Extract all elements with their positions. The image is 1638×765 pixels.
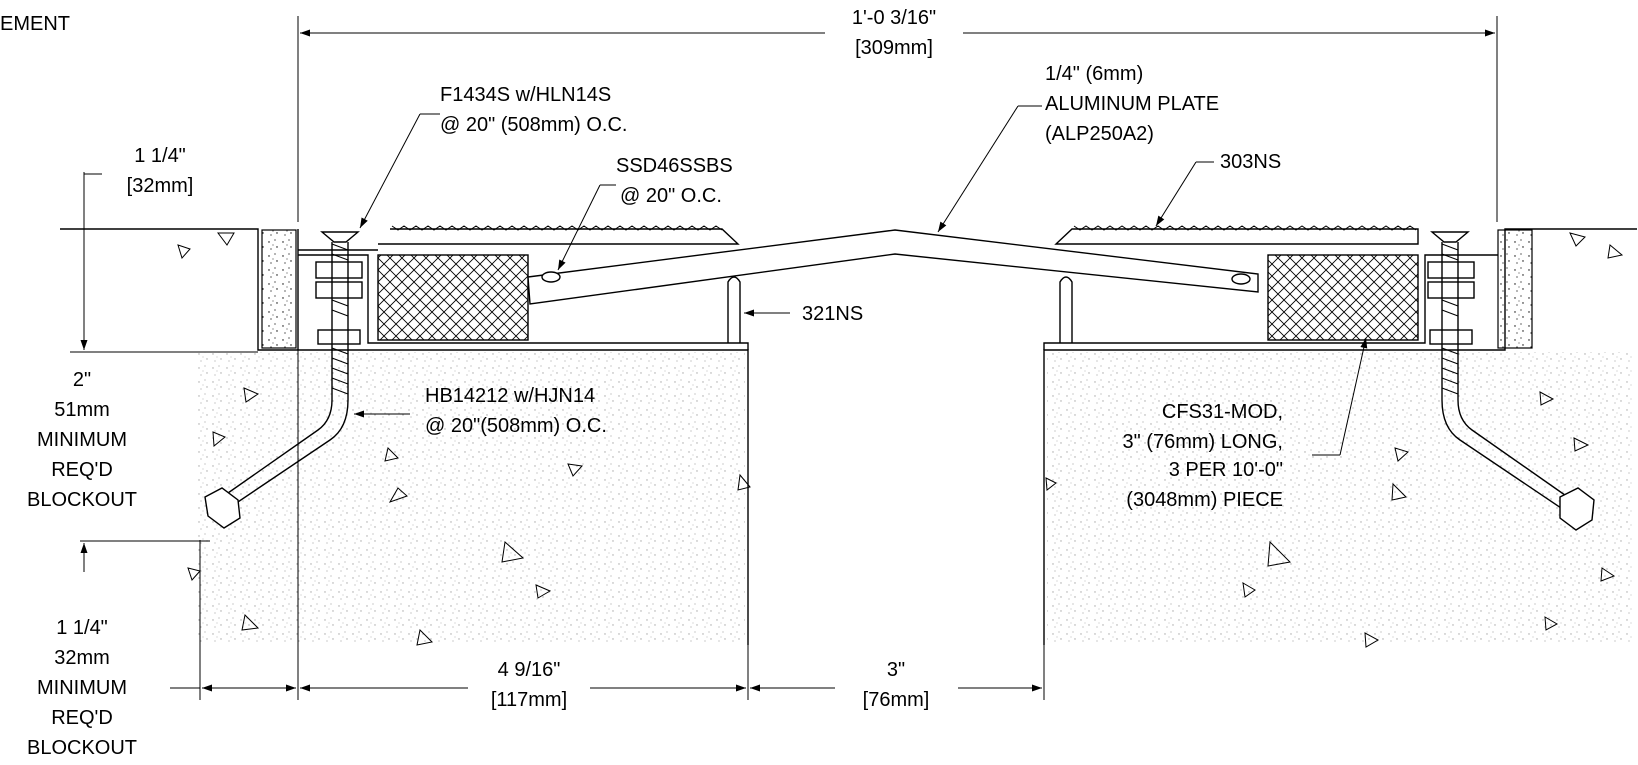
aluminum-plate [527, 229, 1259, 305]
concrete-right [1043, 228, 1637, 645]
blockout1-line2: 51mm [54, 399, 110, 421]
blockout1-line1: 2" [73, 369, 91, 391]
plate-name-label: ALUMINUM PLATE [1045, 93, 1219, 115]
blockout2-line3: MINIMUM [37, 677, 127, 699]
overall-width-mm-label: [309mm] [855, 37, 933, 59]
foam-block-right [1267, 254, 1419, 341]
blockout2-line5: BLOCKOUT [27, 737, 137, 759]
aggregate-marks [177, 232, 1624, 648]
blockout1-line5: BLOCKOUT [27, 489, 137, 511]
dim-gap-mm-label: [76mm] [863, 689, 930, 711]
bolt-label: HB14212 w/HJN14 [425, 385, 595, 407]
depth-top-mm-label: [32mm] [127, 175, 194, 197]
foam-block-left [377, 254, 529, 341]
concrete-left [60, 228, 749, 645]
depth-top-label: 1 1/4" [134, 145, 186, 167]
dim-left-label: 4 9/16" [498, 659, 561, 681]
foam-label-line4: (3048mm) PIECE [1126, 489, 1283, 511]
frame-321ns-left [298, 249, 749, 350]
leader-lines [354, 105, 1368, 456]
frame-label: 321NS [802, 303, 863, 325]
frame-321ns-right [1043, 254, 1498, 350]
screw-spacing-label: @ 20" O.C. [620, 185, 722, 207]
grout-right [1497, 229, 1533, 349]
blockout2-line1: 1 1/4" [56, 617, 108, 639]
bolt-spacing-label: @ 20"(508mm) O.C. [425, 415, 607, 437]
concrete-texture-left [195, 352, 745, 642]
dim-gap-label: 3" [887, 659, 905, 681]
screw-label: SSD46SSBS [616, 155, 733, 177]
dim-left-mm-label: [117mm] [491, 689, 567, 711]
concrete-texture-right [1047, 352, 1632, 642]
plate-code-label: (ALP250A2) [1045, 123, 1154, 145]
anchor-assembly-left [204, 231, 363, 529]
blockout2-line2: 32mm [54, 647, 110, 669]
blockout1-line4: REQ'D [51, 459, 113, 481]
blockout2-line4: REQ'D [51, 707, 113, 729]
foam-label-line1: CFS31-MOD, [1162, 401, 1283, 423]
nosing-label: 303NS [1220, 151, 1281, 173]
foam-label-line2: 3" (76mm) LONG, [1123, 431, 1283, 453]
nosing-303ns-left [378, 225, 740, 245]
foam-label-line3: 3 PER 10'-0" [1169, 459, 1283, 481]
nosing-303ns-right [1054, 225, 1419, 245]
blockout1-line3: MINIMUM [37, 429, 127, 451]
anchor-assembly-right [1427, 231, 1595, 531]
anchor-top-spacing-label: @ 20" (508mm) O.C. [440, 114, 627, 136]
anchor-top-label: F1434S w/HLN14S [440, 84, 611, 106]
plate-size-label: 1/4" (6mm) [1045, 63, 1143, 85]
overall-width-label: 1'-0 3/16" [852, 7, 936, 29]
partial-label-top-left: EMENT [0, 13, 70, 35]
dimension-lines [70, 16, 1498, 700]
grout-left [261, 229, 297, 349]
